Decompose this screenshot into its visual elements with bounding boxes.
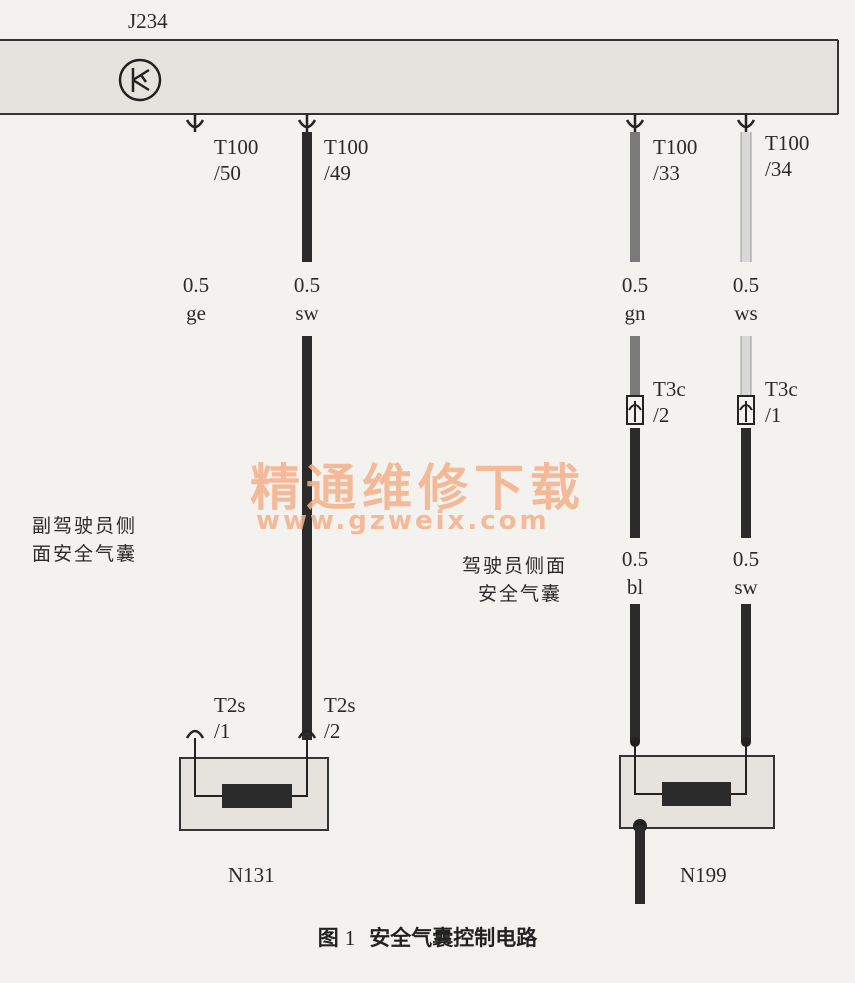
figure-caption-prefix: 图 bbox=[317, 926, 339, 950]
wire-50-color: ge bbox=[186, 301, 206, 325]
t3c-1-connector-icon bbox=[737, 395, 755, 425]
pin-t100-34-icon bbox=[736, 114, 756, 132]
passenger-airbag-desc-line2: 面安全气囊 bbox=[32, 543, 138, 565]
connector-t2s-2-name: T2s bbox=[324, 693, 356, 717]
wire-34-size: 0.5 bbox=[732, 273, 760, 297]
connector-t100-49-name: T100 bbox=[324, 135, 369, 159]
component-n131-label: N131 bbox=[228, 863, 275, 887]
n131-airbag-component bbox=[179, 729, 329, 831]
wire-50-size: 0.5 bbox=[182, 273, 210, 297]
wire-49-size: 0.5 bbox=[293, 273, 321, 297]
n199-airbag-component bbox=[619, 737, 775, 904]
connector-t100-33-name: T100 bbox=[653, 135, 698, 159]
wire-49-color: sw bbox=[295, 301, 319, 325]
connector-t3c-1-pin: /1 bbox=[765, 403, 782, 427]
connector-t3c-1-name: T3c bbox=[765, 377, 798, 401]
t3c-2-connector-icon bbox=[626, 395, 644, 425]
wire-34b-size: 0.5 bbox=[732, 547, 760, 571]
wire-34-upper bbox=[740, 132, 752, 262]
wire-33-color: gn bbox=[624, 301, 646, 325]
wire-33b-size: 0.5 bbox=[621, 547, 649, 571]
watermark-url: www.gzweix.com bbox=[256, 506, 550, 536]
driver-airbag-desc-line1: 驾驶员侧面 bbox=[462, 555, 568, 577]
figure-caption-number: 1 bbox=[344, 926, 356, 950]
connector-t100-34-pin: /34 bbox=[765, 157, 792, 181]
wire-34b-color: sw bbox=[734, 575, 758, 599]
pin-t100-49-icon bbox=[297, 114, 317, 132]
pin-t100-33-icon bbox=[625, 114, 645, 132]
control-unit-id: J234 bbox=[128, 9, 168, 33]
connector-t100-34-name: T100 bbox=[765, 131, 810, 155]
component-n199-label: N199 bbox=[680, 863, 727, 887]
connector-t3c-2-name: T3c bbox=[653, 377, 686, 401]
airbag-symbol-icon bbox=[118, 58, 162, 102]
control-unit-bar bbox=[0, 40, 838, 114]
watermark-title: 精通维修下载 bbox=[250, 459, 586, 517]
connector-t100-50-name: T100 bbox=[214, 135, 259, 159]
connector-t100-49-pin: /49 bbox=[324, 161, 351, 185]
connector-t2s-1-pin: /1 bbox=[214, 719, 231, 743]
wire-34-color: ws bbox=[734, 301, 758, 325]
connector-t2s-1-name: T2s bbox=[214, 693, 246, 717]
wire-33-size: 0.5 bbox=[621, 273, 649, 297]
wire-34-mid bbox=[740, 336, 752, 396]
connector-t100-50-pin: /50 bbox=[214, 161, 241, 185]
driver-airbag-desc-line2: 安全气囊 bbox=[478, 583, 563, 605]
connector-t100-33-pin: /33 bbox=[653, 161, 680, 185]
connector-t2s-2-pin: /2 bbox=[324, 719, 341, 743]
connector-t3c-2-pin: /2 bbox=[653, 403, 670, 427]
wire-33b-color: bl bbox=[626, 575, 644, 599]
figure-caption-title: 安全气囊控制电路 bbox=[369, 926, 538, 950]
passenger-airbag-desc-line1: 副驾驶员侧 bbox=[32, 515, 138, 537]
pin-t100-50-icon bbox=[185, 114, 205, 132]
